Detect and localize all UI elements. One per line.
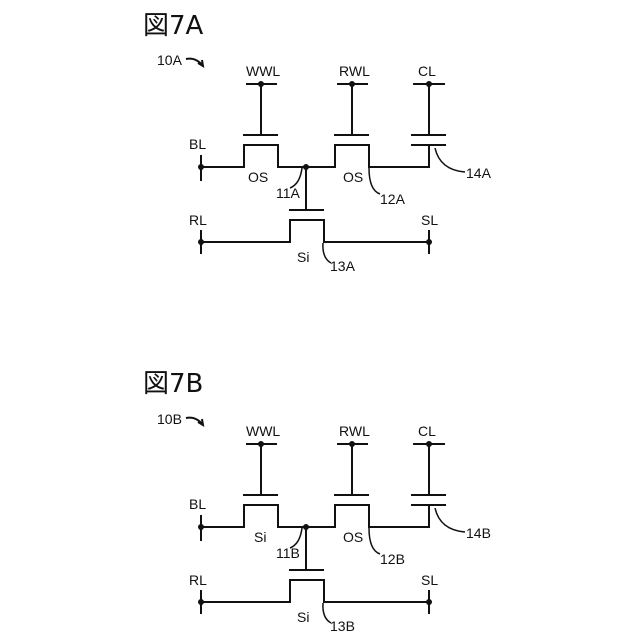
rl-label: RL bbox=[189, 572, 207, 588]
figure-7b: 図7B 10B WWL RWL CL BL RL SL Si bbox=[143, 369, 491, 634]
capacitor-ref: 14A bbox=[466, 165, 492, 181]
storage-path bbox=[201, 145, 429, 167]
wwl-label: WWL bbox=[246, 423, 280, 439]
transistor-11-ref: 11A bbox=[276, 185, 301, 201]
transistor-12-type: OS bbox=[343, 169, 363, 185]
ref-leader-14 bbox=[435, 148, 465, 172]
sl-node bbox=[426, 599, 432, 605]
rwl-node bbox=[349, 441, 355, 447]
ref-leader-12 bbox=[369, 528, 380, 554]
transistor-11-type: OS bbox=[248, 169, 268, 185]
wwl-node bbox=[258, 441, 264, 447]
sl-label: SL bbox=[421, 212, 438, 228]
figure-title: 図7A bbox=[143, 11, 204, 41]
bl-node bbox=[198, 164, 204, 170]
cl-node bbox=[426, 441, 432, 447]
bl-label: BL bbox=[189, 496, 206, 512]
bl-label: BL bbox=[189, 136, 206, 152]
rwl-label: RWL bbox=[339, 63, 370, 79]
ref-leader-14 bbox=[435, 508, 465, 532]
figure-7a: 図7A 10A WWL RWL CL BL RL SL bbox=[143, 11, 492, 274]
sl-node bbox=[426, 239, 432, 245]
cl-label: CL bbox=[418, 63, 436, 79]
transistor-13-ref: 13A bbox=[330, 258, 356, 274]
cl-node bbox=[426, 81, 432, 87]
read-path bbox=[201, 220, 429, 242]
wwl-label: WWL bbox=[246, 63, 280, 79]
cl-label: CL bbox=[418, 423, 436, 439]
sl-label: SL bbox=[421, 572, 438, 588]
rwl-label: RWL bbox=[339, 423, 370, 439]
figure-title: 図7B bbox=[143, 369, 203, 399]
transistor-11-type: Si bbox=[254, 529, 266, 545]
rl-label: RL bbox=[189, 212, 207, 228]
transistor-13-type: Si bbox=[297, 609, 309, 625]
wwl-node bbox=[258, 81, 264, 87]
transistor-11-ref: 11B bbox=[276, 545, 300, 561]
transistor-13-ref: 13B bbox=[330, 618, 355, 634]
read-path bbox=[201, 580, 429, 602]
transistor-12-type: OS bbox=[343, 529, 363, 545]
transistor-12-ref: 12B bbox=[380, 551, 405, 567]
rl-node bbox=[198, 239, 204, 245]
ref-leader-12 bbox=[369, 168, 380, 194]
rwl-node bbox=[349, 81, 355, 87]
circuit-ref-label: 10A bbox=[157, 52, 183, 68]
storage-path bbox=[201, 505, 429, 527]
circuit-ref-label: 10B bbox=[157, 411, 182, 427]
rl-node bbox=[198, 599, 204, 605]
transistor-12-ref: 12A bbox=[380, 191, 406, 207]
transistor-13-type: Si bbox=[297, 249, 309, 265]
bl-node bbox=[198, 524, 204, 530]
capacitor-ref: 14B bbox=[466, 525, 491, 541]
